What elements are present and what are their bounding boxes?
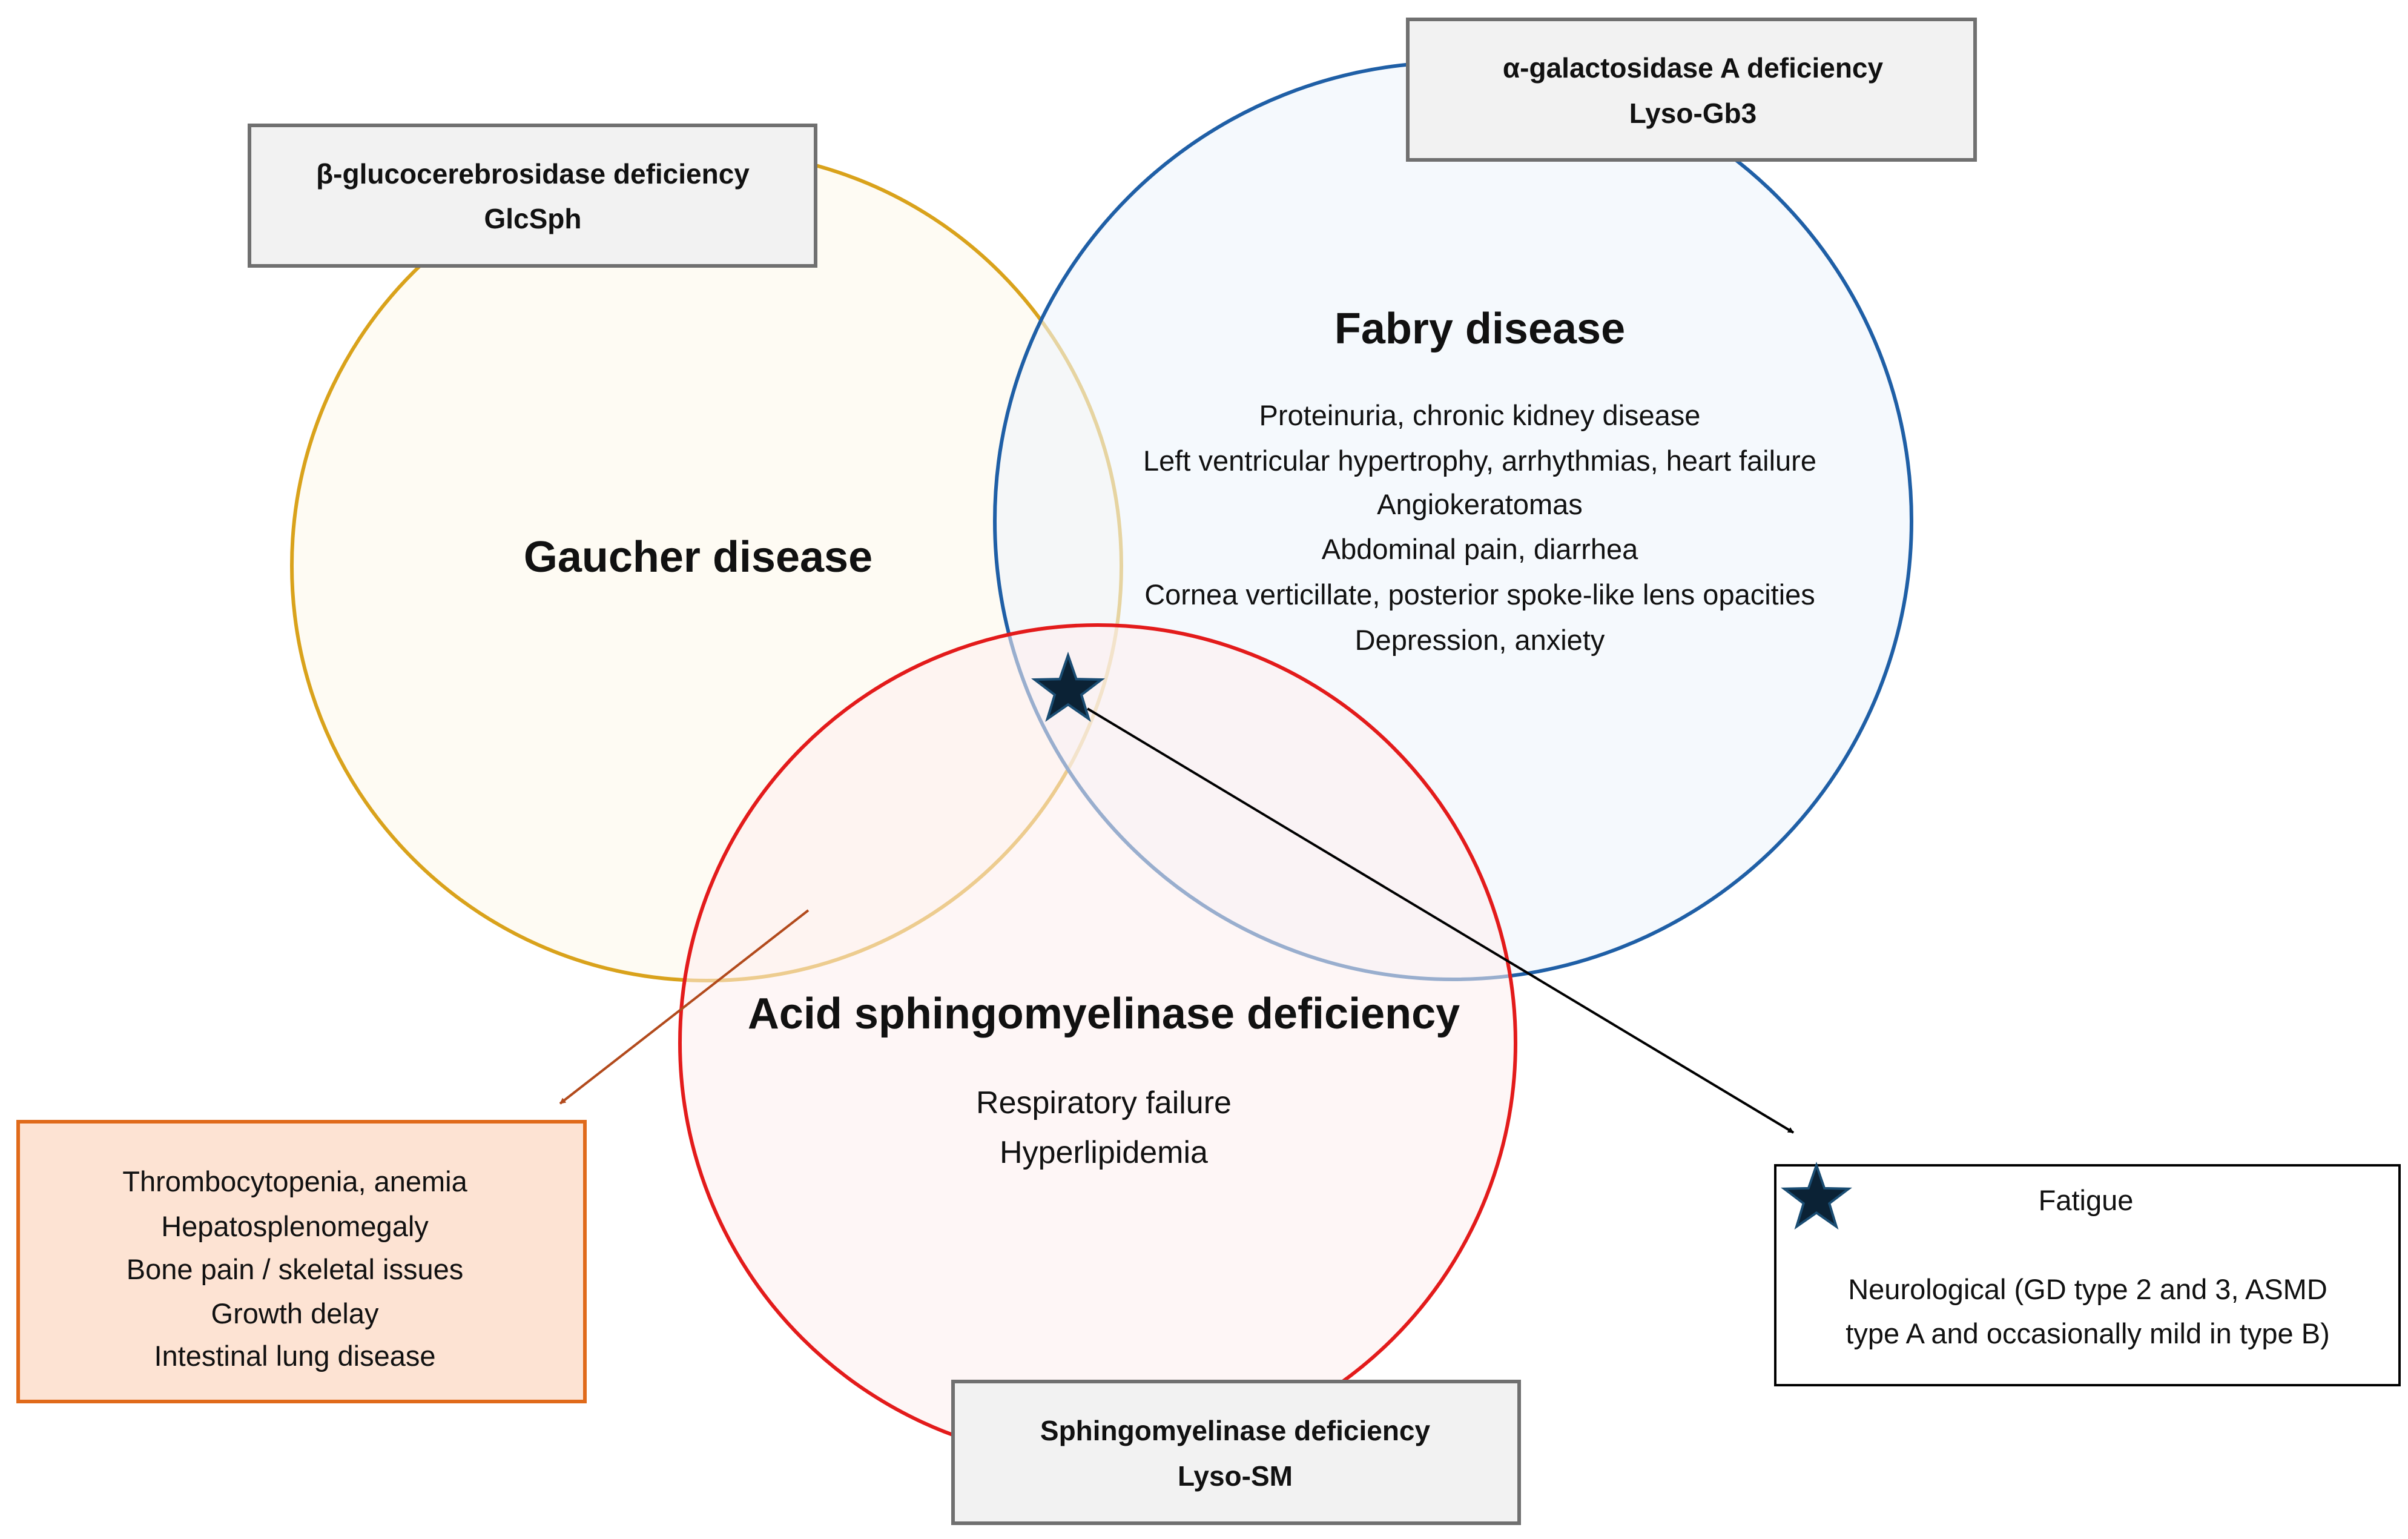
asmd-symptom-list: Respiratory failure Hyperlipidemia: [976, 1085, 1232, 1170]
fabry-biomarker: Lyso-Gb3: [1629, 98, 1757, 129]
asmd-biomarker: Lyso-SM: [1178, 1460, 1293, 1492]
gaucher-symptom: Growth delay: [211, 1297, 379, 1329]
gaucher-enzyme: β-glucocerebrosidase deficiency: [316, 158, 750, 190]
gaucher-arrow: [559, 909, 810, 1105]
fabry-title: Fabry disease: [1334, 305, 1625, 353]
fabry-symptom: Abdominal pain, diarrhea: [1322, 533, 1638, 565]
fabry-symptom: Angiokeratomas: [1377, 488, 1583, 520]
gaucher-symptom: Bone pain / skeletal issues: [127, 1253, 464, 1285]
star-icon: [1781, 1162, 1852, 1230]
fabry-symptom-list: Proteinuria, chronic kidney disease Left…: [1143, 399, 1816, 656]
gaucher-symptom: Intestinal lung disease: [154, 1340, 435, 1372]
shared-fatigue: Fatigue: [2039, 1184, 2134, 1216]
fabry-symptom: Depression, anxiety: [1355, 624, 1605, 656]
gaucher-symptom: Hepatosplenomegaly: [161, 1210, 429, 1242]
gaucher-enzyme-box: β-glucocerebrosidase deficiency GlcSph: [248, 124, 817, 268]
fabry-symptom: Left ventricular hypertrophy, arrhythmia…: [1143, 445, 1816, 477]
fabry-enzyme: α-galactosidase A deficiency: [1503, 52, 1884, 84]
fabry-symptom: Cornea verticillate, posterior spoke-lik…: [1144, 578, 1815, 611]
shared-neurological-cont: type A and occasionally mild in type B): [1846, 1317, 2329, 1349]
gaucher-symptom: Thrombocytopenia, anemia: [122, 1165, 467, 1197]
fabry-enzyme-box: α-galactosidase A deficiency Lyso-Gb3: [1406, 18, 1977, 162]
shared-neurological: Neurological (GD type 2 and 3, ASMD: [1848, 1273, 2327, 1305]
shared-symptom-box: Fatigue Neurological (GD type 2 and 3, A…: [1774, 1162, 2401, 1386]
shared-arrow: [1086, 707, 1795, 1134]
star-icon: [1031, 651, 1106, 722]
asmd-enzyme-box: Sphingomyelinase deficiency Lyso-SM: [951, 1380, 1521, 1525]
asmd-circle: [678, 623, 1517, 1463]
asmd-title: Acid sphingomyelinase deficiency: [748, 990, 1460, 1038]
fabry-symptom: Proteinuria, chronic kidney disease: [1259, 399, 1701, 431]
asmd-enzyme: Sphingomyelinase deficiency: [1040, 1415, 1431, 1446]
gaucher-biomarker: GlcSph: [484, 203, 581, 234]
asmd-symptom: Respiratory failure: [976, 1085, 1232, 1120]
gaucher-title: Gaucher disease: [524, 533, 872, 581]
gaucher-symptom-box: Thrombocytopenia, anemia Hepatosplenomeg…: [16, 1120, 587, 1403]
asmd-symptom: Hyperlipidemia: [1000, 1135, 1208, 1170]
